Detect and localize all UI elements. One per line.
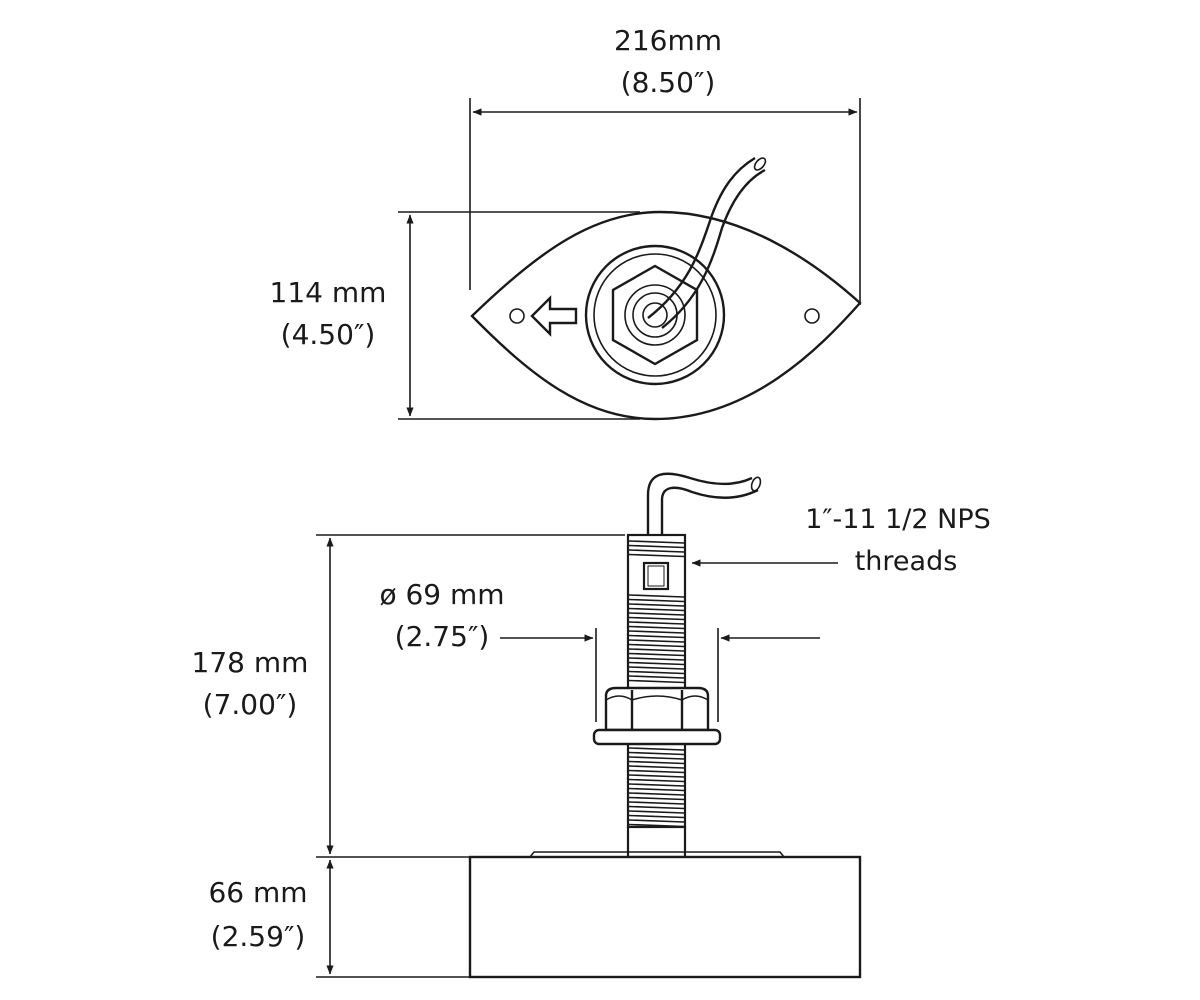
thread-spec-label: 1″-11 1/2 NPS — [805, 504, 991, 535]
threaded-stem — [626, 533, 687, 859]
hex-nut-side — [592, 686, 722, 746]
housing-outline-top — [470, 210, 862, 421]
cable-side — [646, 472, 762, 535]
top-view: 216mm (8.50″) 114 mm (4.50″) — [270, 24, 862, 421]
stem-threads — [628, 540, 685, 828]
nut-washer — [592, 728, 722, 746]
fitting-outer-ring — [584, 244, 726, 386]
stem-window-inner — [647, 565, 665, 587]
width-in-label: (8.50″) — [621, 66, 716, 99]
fitting-inner-ring — [593, 253, 717, 377]
body-height-dimension: 66 mm (2.59″) — [208, 859, 470, 978]
body-height-mm-label: 66 mm — [208, 876, 307, 909]
body-flange — [529, 851, 785, 858]
width-mm-label: 216mm — [614, 24, 722, 57]
arrow-left-icon — [530, 295, 578, 337]
mounting-hole-left — [509, 308, 525, 324]
body-height-in-label: (2.59″) — [211, 920, 306, 953]
mounting-hole-right — [804, 308, 820, 324]
stem-height-dimension: 178 mm (7.00″) — [192, 534, 625, 858]
cable-top — [647, 156, 767, 329]
height-mm-label: 114 mm — [270, 276, 387, 309]
height-in-label: (4.50″) — [281, 318, 376, 351]
diameter-dimension: ø 69 mm (2.75″) — [379, 578, 820, 722]
stem-ring — [624, 284, 686, 346]
thread-callout: 1″-11 1/2 NPS threads — [691, 504, 991, 577]
stem-height-in-label: (7.00″) — [203, 688, 298, 721]
transducer-body — [468, 851, 862, 979]
thread-word-label: threads — [855, 546, 958, 577]
diameter-mm-label: ø 69 mm — [379, 578, 504, 611]
nut-body — [604, 686, 710, 732]
stem-height-mm-label: 178 mm — [192, 646, 309, 679]
height-dimension: 114 mm (4.50″) — [270, 211, 640, 420]
stem-bore — [642, 302, 668, 328]
side-view: 178 mm (7.00″) 66 mm (2.59″) ø 69 mm (2.… — [192, 472, 991, 979]
body-outline — [468, 855, 862, 979]
diameter-in-label: (2.75″) — [395, 620, 490, 653]
width-dimension: 216mm (8.50″) — [469, 24, 861, 305]
